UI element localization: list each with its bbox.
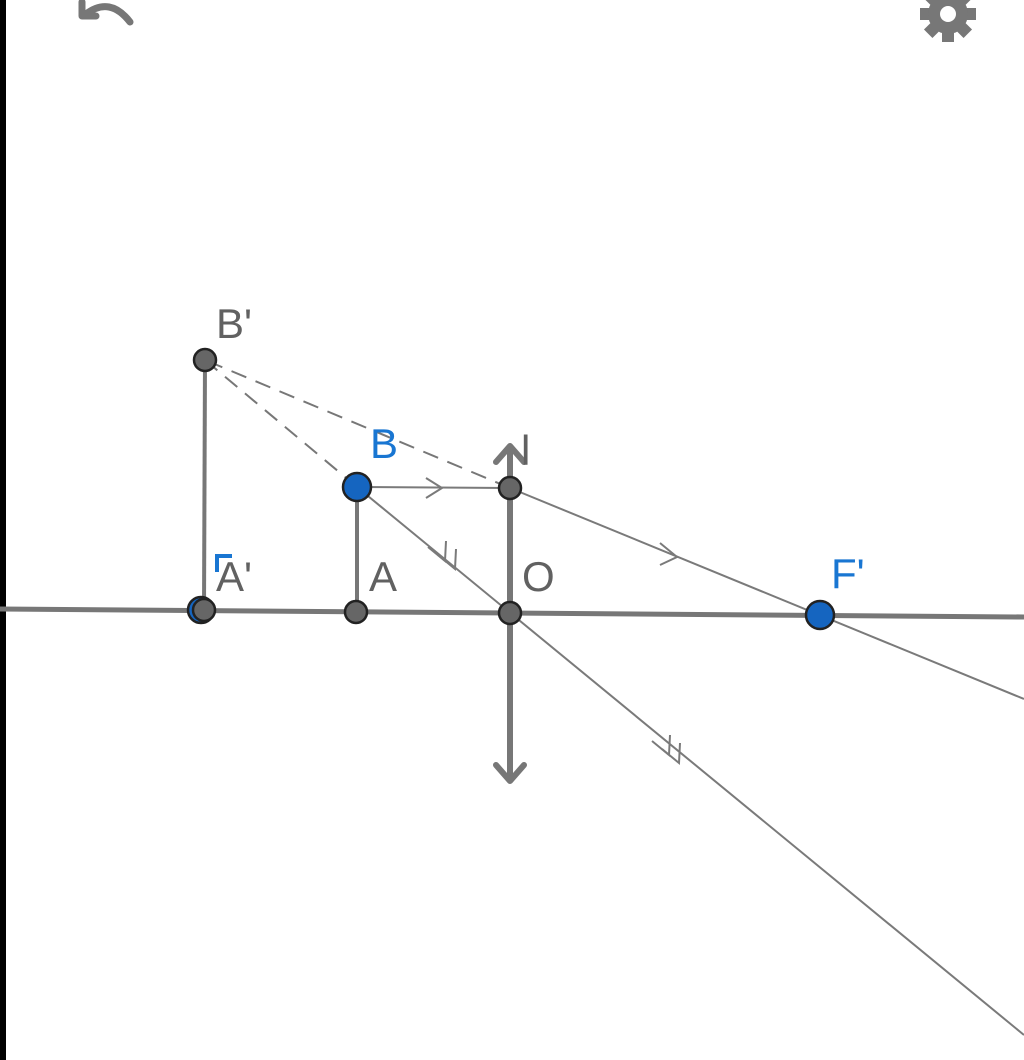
ray-parallel[interactable] bbox=[356, 486, 511, 489]
point-b[interactable] bbox=[341, 471, 373, 503]
point-f-prime[interactable] bbox=[804, 599, 836, 631]
ray-arrow-marker bbox=[659, 542, 679, 566]
point-a[interactable] bbox=[343, 599, 369, 625]
label-f-prime: F' bbox=[831, 550, 865, 597]
gear-icon bbox=[920, 0, 976, 42]
label-b-prime: B' bbox=[216, 300, 252, 347]
ray-arrow-marker bbox=[425, 477, 444, 499]
label-a: A bbox=[369, 553, 397, 600]
dashed-extension-center-ray[interactable] bbox=[204, 359, 358, 488]
settings-button[interactable] bbox=[912, 0, 984, 44]
label-o: O bbox=[522, 553, 555, 600]
point-o[interactable] bbox=[497, 600, 523, 626]
image-segment-a-prime-b-prime[interactable] bbox=[202, 359, 207, 611]
point-b-prime[interactable] bbox=[192, 347, 218, 373]
point-i[interactable] bbox=[497, 475, 523, 501]
window-edge bbox=[0, 0, 6, 1060]
undo-button[interactable] bbox=[72, 0, 142, 34]
undo-icon bbox=[78, 0, 134, 26]
ray-double-arrow-marker bbox=[427, 540, 681, 766]
label-lens: l bbox=[521, 427, 530, 474]
dashed-extension-parallel-ray[interactable] bbox=[204, 359, 511, 489]
ray-through-center[interactable] bbox=[356, 486, 1024, 1036]
point-a-prime[interactable] bbox=[191, 597, 217, 623]
label-b: B bbox=[370, 420, 398, 467]
hidden-f-label-fragment bbox=[215, 554, 232, 572]
ray-refracted-through-focus[interactable] bbox=[509, 487, 1024, 700]
label-a-prime: A' bbox=[216, 553, 252, 600]
